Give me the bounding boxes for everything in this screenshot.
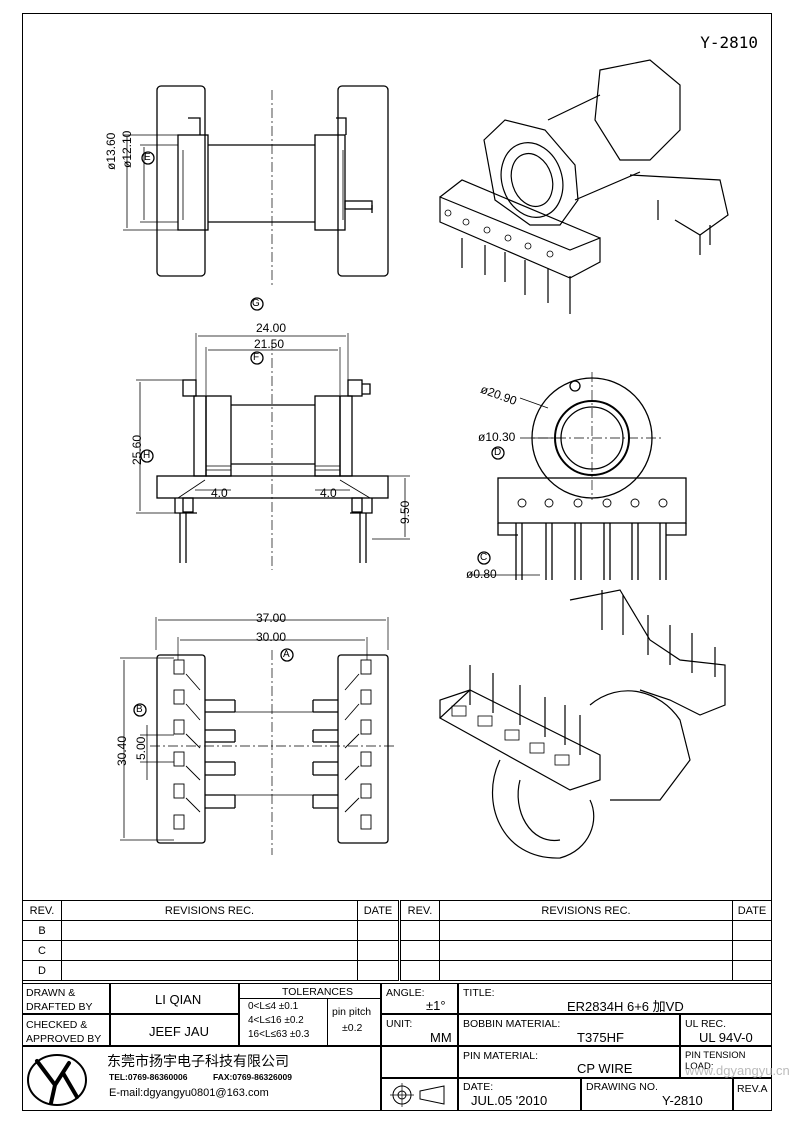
revisions-header-2: REVISIONS REC. (439, 900, 733, 921)
dim-length-pitch: 30.00 (256, 630, 287, 644)
tol-1: 0<L≤4 ±0.1 (248, 1001, 299, 1012)
rev-row-b: B (22, 920, 62, 941)
label-h: H (143, 450, 151, 461)
front-view (136, 297, 410, 570)
dim-pin-right: 4.0 (320, 486, 337, 500)
tolerances-cell: TOLERANCES 0<L≤4 ±0.1 4<L≤16 ±0.2 16<L≤6… (239, 983, 381, 1046)
dim-pitch: 5.00 (134, 736, 148, 760)
label-b: B (136, 704, 143, 715)
label-g: G (252, 298, 260, 309)
unit-cell: UNIT: MM (381, 1014, 458, 1046)
dim-width-inner: 21.50 (254, 337, 285, 351)
drawing-no-value: Y-2810 (662, 1093, 703, 1108)
drawn-by-cell: LI QIAN (110, 983, 239, 1014)
pin-pitch-label: pin pitch (332, 1006, 372, 1018)
watermark: www.dgyangyu.cn (685, 1063, 790, 1078)
blank-cell (381, 1046, 458, 1078)
bobbin-label: BOBBIN MATERIAL: (463, 1018, 561, 1030)
date-header: DATE (357, 900, 399, 921)
title-block: DRAWN & DRAFTED BY LI QIAN CHECKED & APP… (22, 983, 790, 1111)
rev-row-c: C (22, 940, 62, 961)
angle-label: ANGLE: (386, 987, 425, 999)
drawn-by: LI QIAN (155, 992, 202, 1007)
dim-base-height: 9.50 (398, 500, 412, 524)
reva-label: REV.A (737, 1083, 768, 1095)
unit-label: UNIT: (386, 1018, 413, 1030)
bottom-view (120, 617, 395, 855)
tol-2: 4<L≤16 ±0.2 (248, 1015, 304, 1026)
pin-tension-cell: PIN TENSION LOAD: www.dgyangyu.cn (680, 1046, 790, 1078)
revisions-header: REVISIONS REC. (61, 900, 358, 921)
date-header-2: DATE (732, 900, 772, 921)
rev-header-2: REV. (400, 900, 440, 921)
pin-pitch-value: ±0.2 (342, 1022, 363, 1034)
dim-side-inner: ø12.10 (120, 130, 134, 168)
revision-table-left: REV. REVISIONS REC. DATE B C D (22, 900, 399, 981)
drawing-no-cell: DRAWING NO. Y-2810 (581, 1078, 733, 1111)
top-view (123, 85, 389, 285)
dim-depth: 30.40 (115, 735, 129, 766)
company-fax: FAX:0769-86326009 (213, 1072, 292, 1082)
rev-header: REV. (22, 900, 62, 921)
dim-height: 25.60 (130, 434, 144, 465)
checked-by: JEEF JAU (149, 1024, 209, 1039)
projection-symbol-cell (381, 1078, 458, 1111)
label-e: E (144, 152, 151, 163)
ul-label: UL REC. (685, 1018, 727, 1030)
title-value: ER2834H 6+6 加VD (567, 999, 684, 1014)
company-tel: TEL:0769-86360006 (109, 1072, 188, 1082)
revision-table-right: REV. REVISIONS REC. DATE (400, 900, 772, 981)
rev-row-d: D (22, 960, 62, 981)
checked-label-cell: CHECKED & APPROVED BY (22, 1014, 110, 1046)
label-d: D (494, 447, 502, 458)
isometric-view-top (439, 59, 729, 314)
angle-value: ±1° (426, 998, 446, 1013)
unit-value: MM (430, 1030, 452, 1045)
angle-cell: ANGLE: ±1° (381, 983, 458, 1014)
checked-by-cell: JEEF JAU (110, 1014, 239, 1046)
dim-side-outer: ø13.60 (104, 132, 118, 170)
pin-material-value: CP WIRE (577, 1061, 633, 1076)
company-cell: 东莞市扬宇电子科技有限公司 TEL:0769-86360006 FAX:0769… (22, 1046, 381, 1111)
tol-3: 16<L≤63 ±0.3 (248, 1029, 310, 1040)
dim-core-dia: ø10.30 (478, 430, 516, 444)
date-label: DATE: (463, 1081, 494, 1093)
reva-cell: REV.A (733, 1078, 772, 1111)
title-cell: TITLE: ER2834H 6+6 加VD (458, 983, 772, 1014)
end-view (470, 372, 687, 580)
label-a: A (283, 649, 290, 660)
company-logo-icon (27, 1054, 87, 1106)
label-f: F (253, 352, 260, 363)
company-name: 东莞市扬宇电子科技有限公司 (107, 1053, 289, 1069)
pin-tension-label: PIN TENSION LOAD: (685, 1050, 746, 1072)
dim-pin-left: 4.0 (211, 486, 228, 500)
bobbin-cell: BOBBIN MATERIAL: T375HF (458, 1014, 680, 1046)
projection-symbol-icon (390, 1083, 445, 1107)
company-email: E-mail:dgyangyu0801@163.com (109, 1087, 269, 1099)
ul-cell: UL REC. UL 94V-0 (680, 1014, 772, 1046)
date-value: JUL.05 '2010 (471, 1093, 548, 1108)
bobbin-value: T375HF (577, 1030, 624, 1045)
tolerances-label: TOLERANCES (282, 986, 353, 998)
dim-pin-dia: ø0.80 (466, 567, 497, 581)
drawing-number-top: Y-2810 (700, 33, 758, 52)
date-cell: DATE: JUL.05 '2010 (458, 1078, 581, 1111)
pin-material-label: PIN MATERIAL: (463, 1050, 539, 1062)
dim-length-outer: 37.00 (256, 611, 287, 625)
pin-material-cell: PIN MATERIAL: CP WIRE (458, 1046, 680, 1078)
title-label: TITLE: (463, 987, 495, 999)
ul-value: UL 94V-0 (699, 1030, 753, 1045)
drawn-label-cell: DRAWN & DRAFTED BY (22, 983, 110, 1014)
drawing-no-label: DRAWING NO. (586, 1081, 658, 1093)
label-c: C (480, 552, 488, 563)
isometric-view-bottom (438, 589, 726, 859)
dim-width-outer: 24.00 (256, 321, 287, 335)
